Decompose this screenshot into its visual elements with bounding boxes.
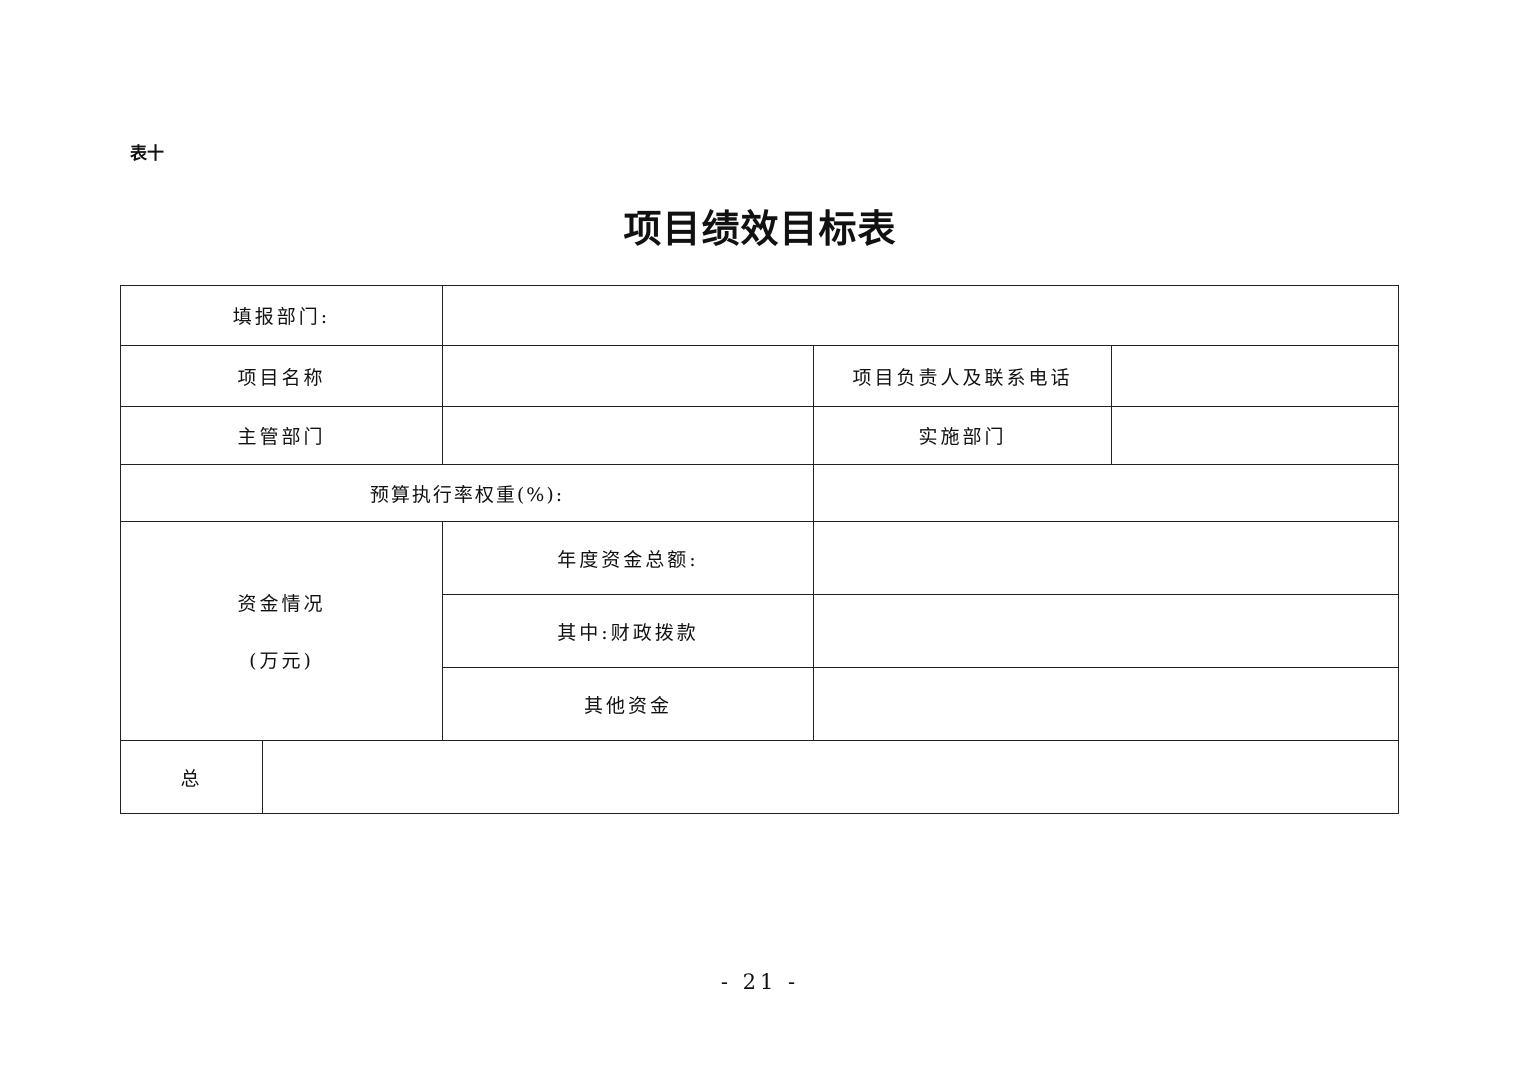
project-name-label: 项目名称: [121, 346, 443, 407]
fiscal-label: 其中:财政拨款: [443, 595, 814, 668]
funding-unit: (万元): [249, 650, 314, 672]
fill-dept-value[interactable]: [443, 286, 1399, 346]
project-lead-label: 项目负责人及联系电话: [814, 346, 1112, 407]
implementing-dept-label: 实施部门: [814, 407, 1112, 465]
total-label: 总: [121, 741, 263, 814]
project-lead-value[interactable]: [1112, 346, 1399, 407]
other-funds-label: 其他资金: [443, 668, 814, 741]
table-tag: 表十: [130, 144, 164, 164]
budget-weight-label: 预算执行率权重(%):: [121, 465, 814, 522]
page-title: 项目绩效目标表: [623, 206, 897, 251]
annual-total-value[interactable]: [814, 522, 1399, 595]
fiscal-value[interactable]: [814, 595, 1399, 668]
fill-dept-label: 填报部门:: [121, 286, 443, 346]
funding-label-cell: 资金情况 (万元): [121, 522, 443, 741]
total-value[interactable]: [263, 741, 1399, 814]
annual-total-label: 年度资金总额:: [443, 522, 814, 595]
project-name-value[interactable]: [443, 346, 814, 407]
budget-weight-value[interactable]: [814, 465, 1399, 522]
performance-goal-table: 填报部门: 项目名称 项目负责人及联系电话 主管部门 实施部门 预算执行率权重(…: [120, 285, 1399, 814]
supervising-dept-value[interactable]: [443, 407, 814, 465]
supervising-dept-label: 主管部门: [121, 407, 443, 465]
funding-label: 资金情况: [237, 593, 326, 615]
implementing-dept-value[interactable]: [1112, 407, 1399, 465]
page-number: - 21 -: [720, 970, 800, 994]
other-funds-value[interactable]: [814, 668, 1399, 741]
